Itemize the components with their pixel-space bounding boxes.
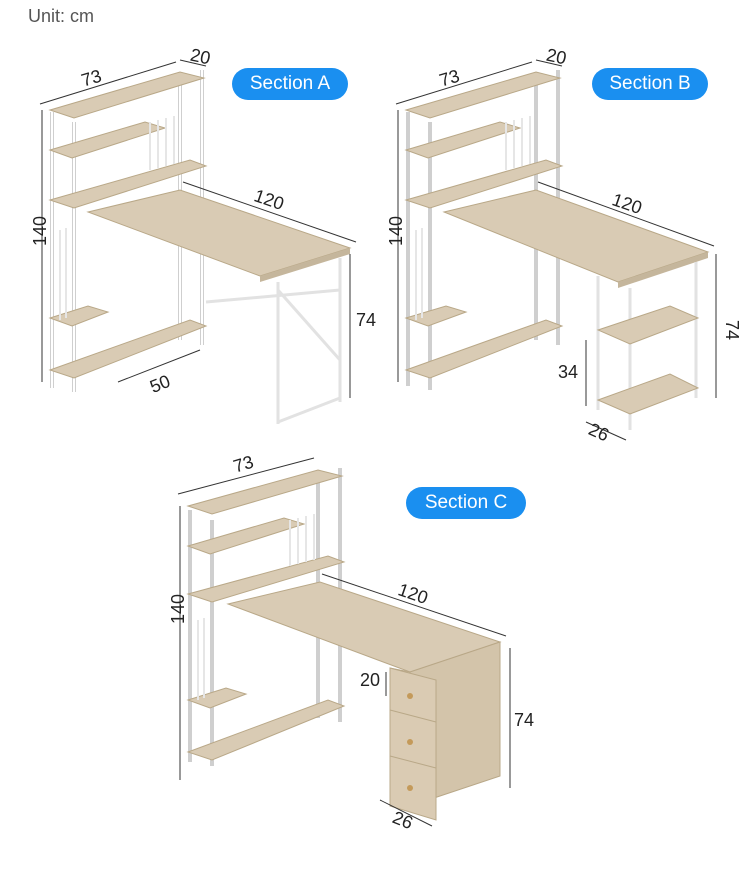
dim-c-desk-height: 74	[514, 710, 534, 730]
dim-a-height: 140	[30, 216, 50, 246]
dim-a-desk-height: 74	[356, 310, 376, 330]
dim-c-height: 140	[168, 594, 188, 624]
desk-c-drawing	[177, 457, 511, 827]
dim-c-desk-length: 120	[396, 579, 431, 608]
dim-c-drawer-height: 20	[360, 670, 380, 690]
section-c-badge: Section C	[406, 487, 526, 519]
dim-b-desk-length: 120	[610, 189, 645, 218]
dim-c-width: 73	[231, 452, 256, 477]
dim-b-desk-height: 74	[722, 320, 742, 340]
dim-a-desk-length: 120	[252, 185, 287, 214]
unit-label: Unit: cm	[28, 6, 95, 26]
desk-a-drawing	[39, 59, 357, 424]
dim-a-depth: 20	[189, 45, 213, 69]
section-b-badge: Section B	[592, 68, 708, 100]
section-a-badge: Section A	[232, 68, 348, 100]
dim-b-height: 140	[386, 216, 406, 246]
desk-b-drawing	[395, 59, 717, 441]
dim-a-desk-depth: 50	[147, 371, 173, 397]
dim-a-width: 73	[79, 66, 104, 91]
dim-b-width: 73	[437, 66, 462, 91]
dim-b-shelf-depth: 26	[586, 419, 612, 445]
dim-b-shelf-height: 34	[558, 362, 578, 382]
dim-b-depth: 20	[545, 45, 569, 69]
